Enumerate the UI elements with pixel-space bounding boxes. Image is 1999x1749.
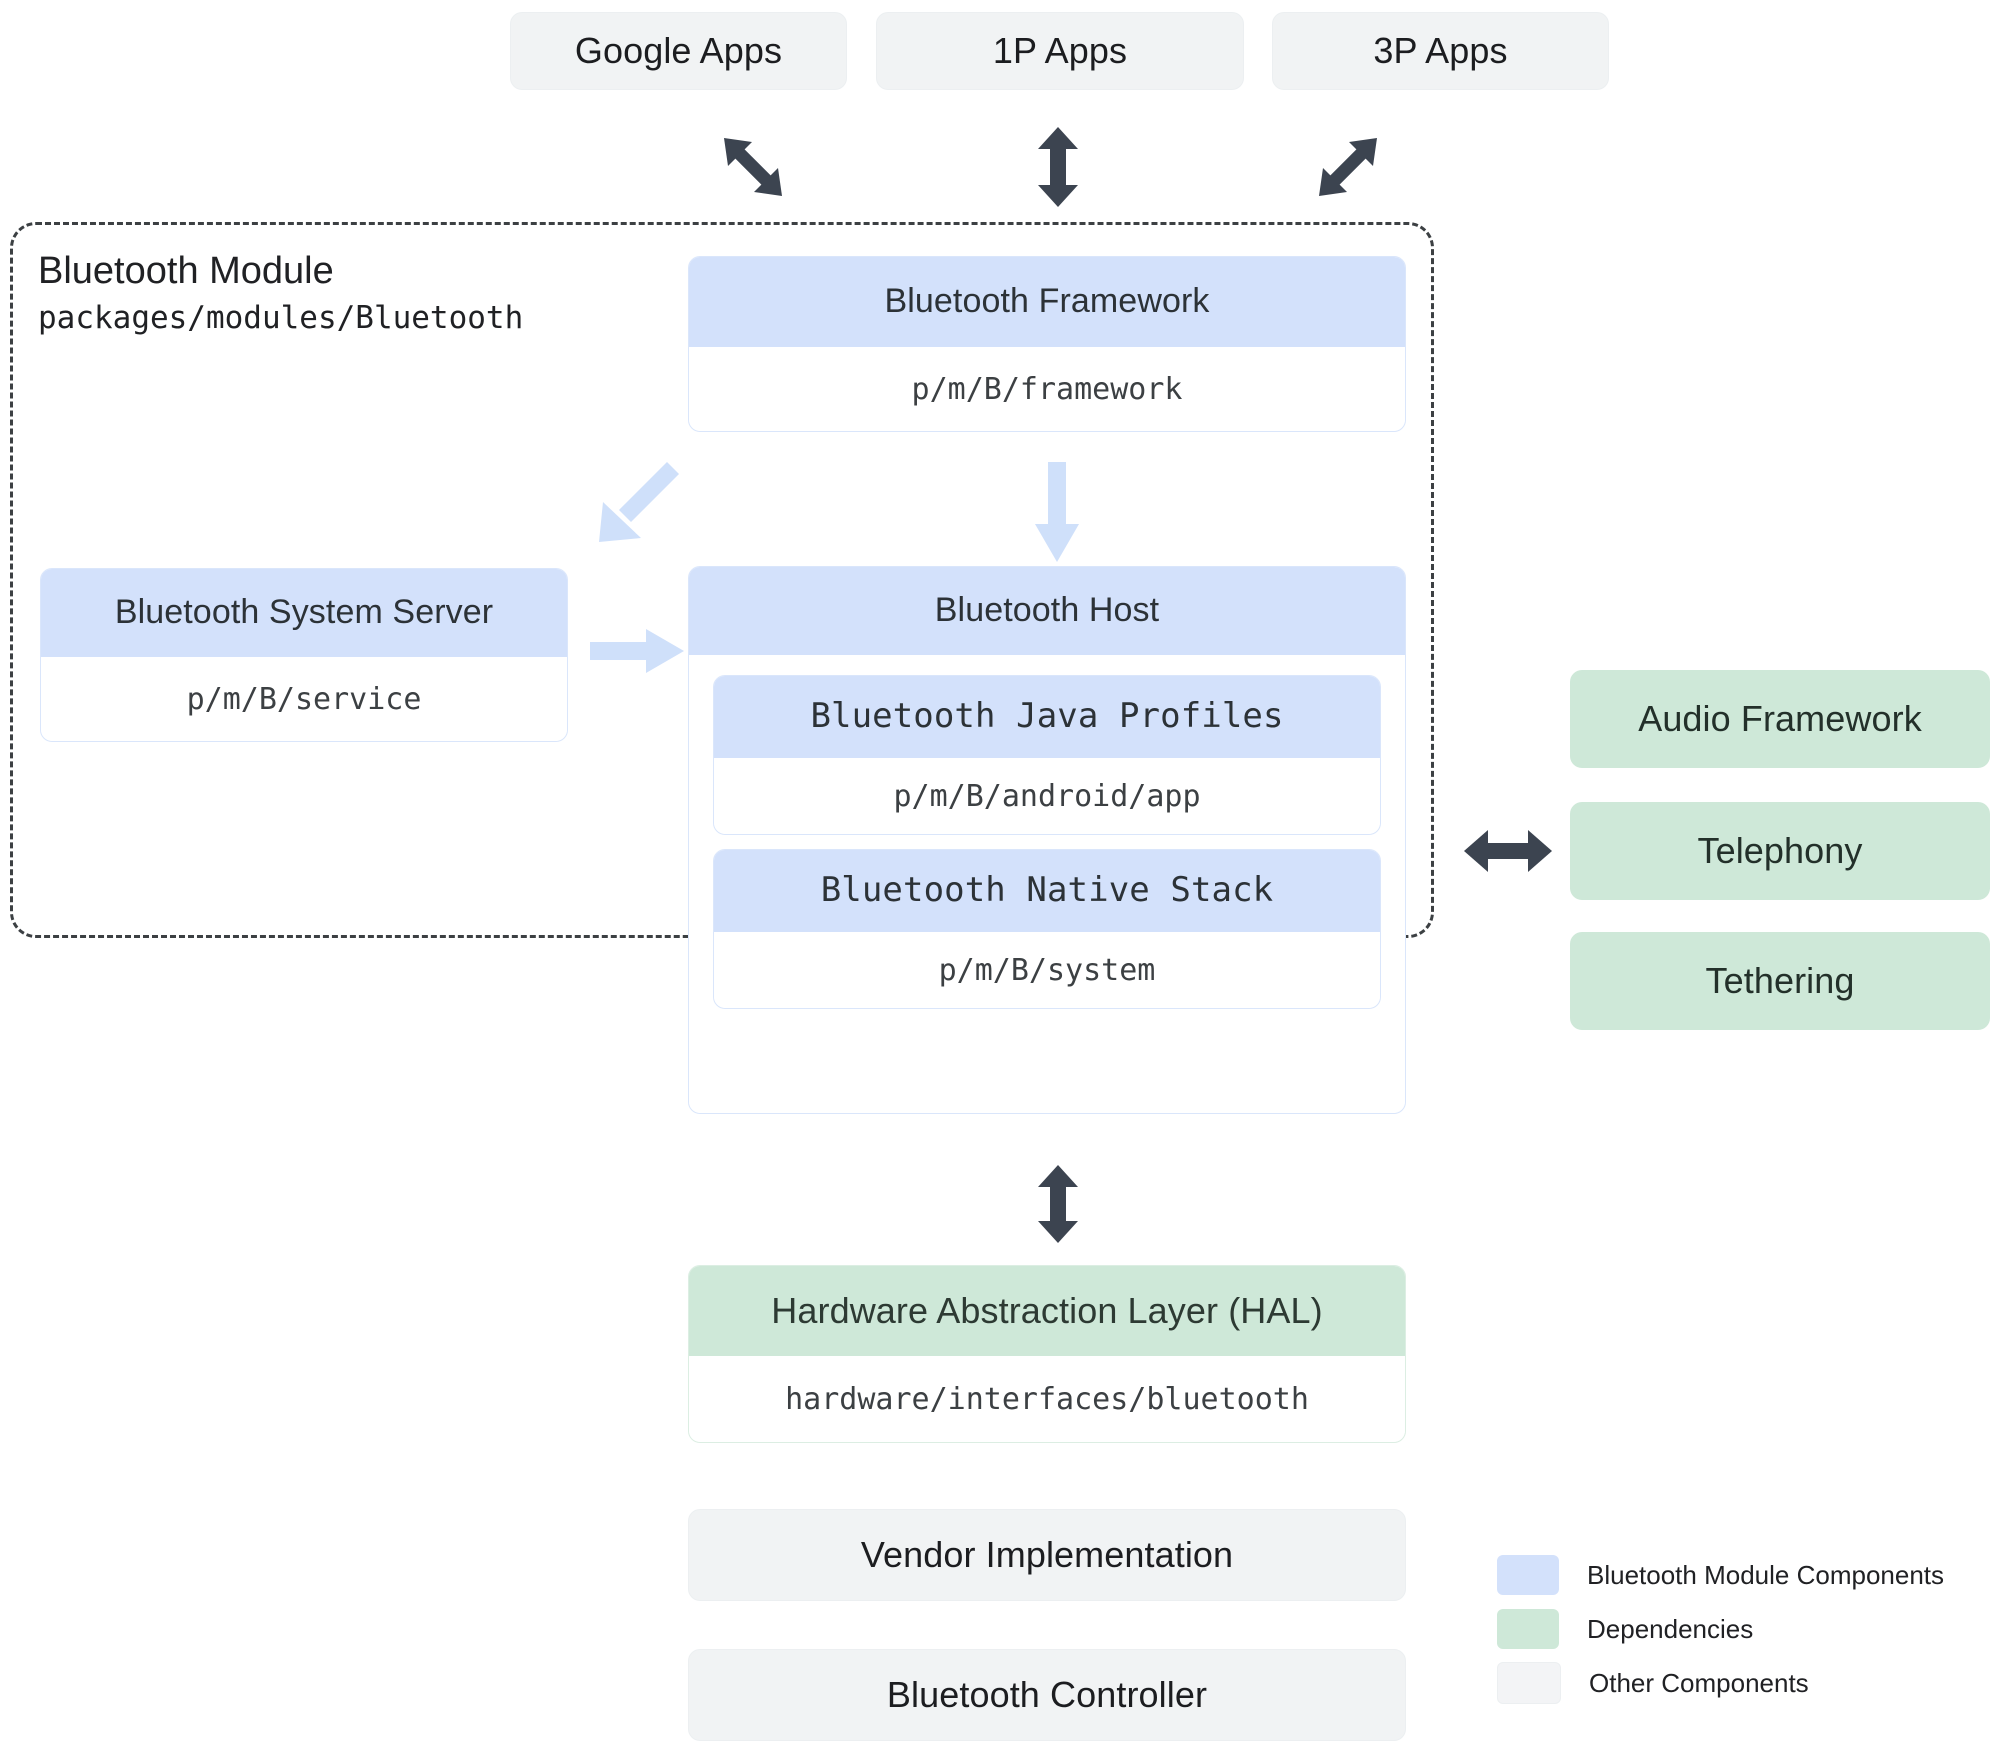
first-party-apps-label: 1P Apps <box>992 30 1128 72</box>
dependency-telephony-label: Telephony <box>1697 830 1863 872</box>
bluetooth-framework-path: p/m/B/framework <box>689 347 1405 431</box>
hal-label: Hardware Abstraction Layer (HAL) <box>689 1266 1405 1356</box>
bluetooth-framework-box[interactable]: Bluetooth Framework p/m/B/framework <box>688 256 1406 432</box>
vendor-implementation-box[interactable]: Vendor Implementation <box>688 1509 1406 1601</box>
arrow-third-party-apps-to-framework <box>1313 132 1383 202</box>
arrow-first-party-apps-to-framework <box>1033 127 1083 207</box>
legend-label-module: Bluetooth Module Components <box>1587 1559 1945 1590</box>
arrow-module-to-dependencies <box>1464 828 1552 874</box>
bluetooth-controller-box[interactable]: Bluetooth Controller <box>688 1649 1406 1741</box>
arrow-module-to-hal <box>1033 1165 1083 1243</box>
legend-row-other-components: Other Components <box>1497 1656 1944 1710</box>
bluetooth-native-stack-box[interactable]: Bluetooth Native Stack p/m/B/system <box>713 849 1381 1009</box>
bluetooth-module-path: packages/modules/Bluetooth <box>38 300 524 336</box>
arrow-framework-to-host <box>1033 462 1081 564</box>
first-party-apps-box[interactable]: 1P Apps <box>876 12 1244 90</box>
dependency-tethering-box[interactable]: Tethering <box>1570 932 1990 1030</box>
legend-swatch-dependencies <box>1497 1609 1559 1649</box>
dependency-tethering-label: Tethering <box>1705 960 1855 1002</box>
google-apps-label: Google Apps <box>574 30 783 72</box>
legend-label-other: Other Components <box>1589 1667 1809 1698</box>
bluetooth-host-box[interactable]: Bluetooth Host Bluetooth Java Profiles p… <box>688 566 1406 1114</box>
bluetooth-java-profiles-path: p/m/B/android/app <box>714 758 1380 834</box>
bluetooth-framework-label: Bluetooth Framework <box>689 257 1405 347</box>
arrow-system-server-to-host <box>590 625 686 677</box>
bluetooth-java-profiles-label: Bluetooth Java Profiles <box>714 676 1380 758</box>
bluetooth-controller-label: Bluetooth Controller <box>886 1674 1208 1716</box>
arrow-google-apps-to-framework <box>718 132 788 202</box>
legend-row-dependencies: Dependencies <box>1497 1602 1944 1656</box>
vendor-implementation-label: Vendor Implementation <box>860 1534 1234 1576</box>
legend-swatch-module <box>1497 1555 1559 1595</box>
dependency-audio-framework-box[interactable]: Audio Framework <box>1570 670 1990 768</box>
bluetooth-system-server-box[interactable]: Bluetooth System Server p/m/B/service <box>40 568 568 742</box>
dependency-telephony-box[interactable]: Telephony <box>1570 802 1990 900</box>
bluetooth-java-profiles-box[interactable]: Bluetooth Java Profiles p/m/B/android/ap… <box>713 675 1381 835</box>
bluetooth-host-body: Bluetooth Java Profiles p/m/B/android/ap… <box>689 655 1405 1113</box>
google-apps-box[interactable]: Google Apps <box>510 12 847 90</box>
hal-path: hardware/interfaces/bluetooth <box>689 1356 1405 1442</box>
hal-box[interactable]: Hardware Abstraction Layer (HAL) hardwar… <box>688 1265 1406 1443</box>
bluetooth-system-server-path: p/m/B/service <box>41 657 567 741</box>
bluetooth-system-server-label: Bluetooth System Server <box>41 569 567 657</box>
bluetooth-native-stack-label: Bluetooth Native Stack <box>714 850 1380 932</box>
dependency-audio-framework-label: Audio Framework <box>1638 698 1922 740</box>
bluetooth-host-label: Bluetooth Host <box>689 567 1405 655</box>
legend-label-dependencies: Dependencies <box>1587 1613 1754 1644</box>
legend: Bluetooth Module Components Dependencies… <box>1497 1548 1944 1710</box>
bluetooth-native-stack-path: p/m/B/system <box>714 932 1380 1008</box>
legend-row-module-components: Bluetooth Module Components <box>1497 1548 1944 1602</box>
bluetooth-module-title: Bluetooth Module <box>38 250 334 292</box>
arrow-host-to-system-server-diagonal <box>595 460 681 546</box>
legend-swatch-other <box>1497 1662 1561 1704</box>
third-party-apps-box[interactable]: 3P Apps <box>1272 12 1609 90</box>
third-party-apps-label: 3P Apps <box>1373 30 1508 72</box>
